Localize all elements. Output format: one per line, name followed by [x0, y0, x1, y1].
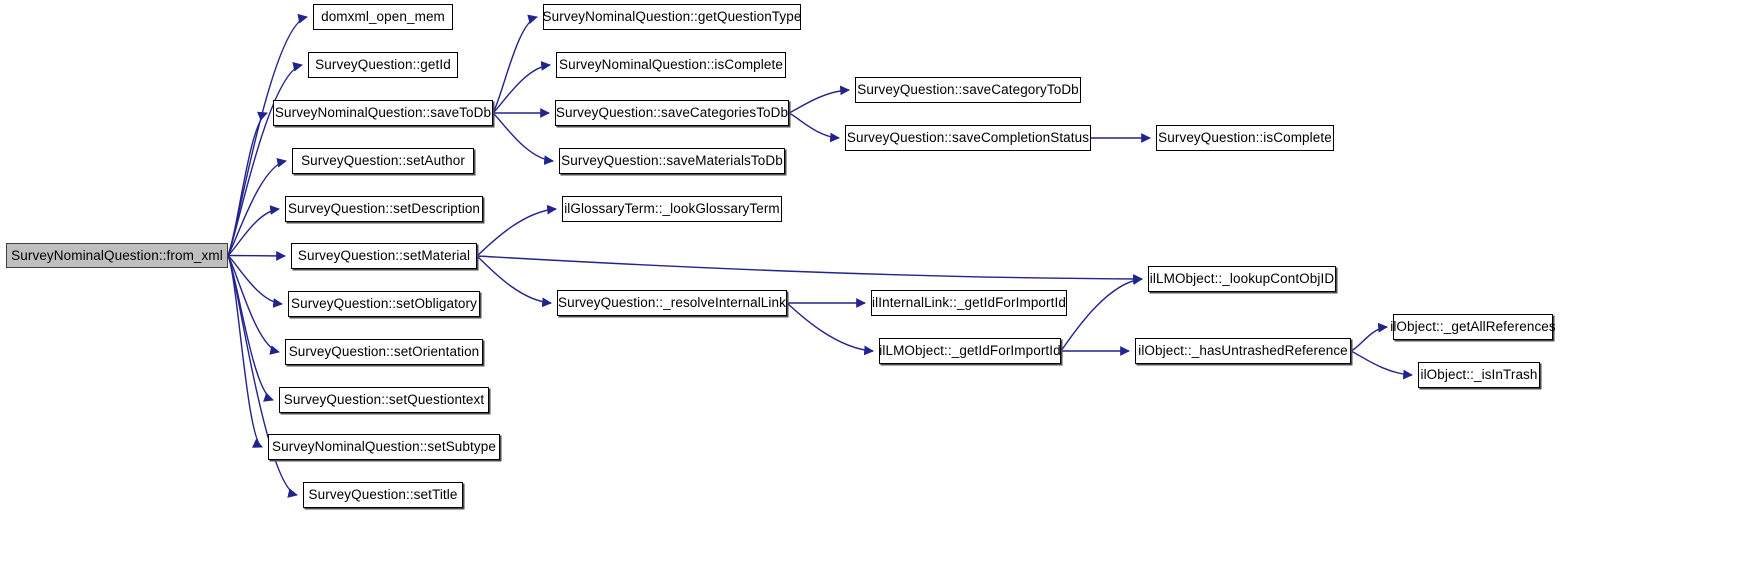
graph-node-label: SurveyQuestion::setQuestiontext [283, 392, 485, 408]
graph-node-label: ilLMObject::_getIdForImportId [879, 343, 1061, 359]
graph-node-label: SurveyNominalQuestion::getQuestionType [542, 9, 802, 25]
graph-node-root[interactable]: SurveyNominalQuestion::from_xml [6, 243, 228, 268]
graph-node-label: SurveyQuestion::saveCategoryToDb [857, 82, 1079, 98]
graph-node-label: SurveyQuestion::setTitle [308, 487, 458, 503]
graph-node[interactable]: SurveyQuestion::getId [308, 52, 458, 78]
graph-node[interactable]: SurveyQuestion::saveCategoryToDb [855, 77, 1081, 103]
graph-edge [227, 205, 280, 257]
graph-node-label: SurveyQuestion::setDescription [287, 201, 481, 217]
graph-node[interactable]: SurveyNominalQuestion::saveToDb [273, 100, 493, 126]
graph-edge [476, 255, 1143, 284]
graph-edge [227, 251, 286, 261]
graph-node[interactable]: SurveyNominalQuestion::isComplete [556, 52, 786, 78]
graph-node-label: SurveyQuestion::setObligatory [291, 296, 477, 312]
graph-edge [227, 255, 280, 355]
graph-node-label: SurveyQuestion::setOrientation [288, 344, 480, 360]
graph-edge [476, 255, 552, 308]
graph-node-label: SurveyNominalQuestion::setSubtype [272, 439, 496, 455]
graph-edge [788, 85, 850, 114]
graph-edge [227, 111, 268, 256]
graph-node-label: SurveyQuestion::getId [315, 57, 451, 73]
graph-edge [786, 302, 874, 356]
graph-node[interactable]: SurveyNominalQuestion::setSubtype [268, 434, 500, 460]
graph-edge [492, 61, 551, 114]
graph-edge [227, 254, 283, 308]
graph-node[interactable]: SurveyQuestion::setQuestiontext [279, 387, 489, 413]
graph-node-label: SurveyQuestion::setAuthor [301, 153, 465, 169]
graph-node-label: SurveyQuestion::saveMaterialsToDb [561, 153, 783, 169]
graph-edge [227, 255, 274, 402]
graph-node-label: ilObject::_isInTrash [1420, 367, 1538, 383]
graph-node[interactable]: SurveyQuestion::_resolveInternalLink [557, 290, 787, 316]
graph-node-label: SurveyQuestion::_resolveInternalLink [558, 295, 786, 311]
graph-edge [788, 112, 840, 143]
graph-edge [227, 255, 263, 448]
graph-node[interactable]: SurveyQuestion::isComplete [1156, 125, 1334, 151]
graph-node[interactable]: ilLMObject::_lookupContObjID [1148, 266, 1336, 292]
graph-node[interactable]: SurveyQuestion::setDescription [285, 196, 483, 222]
graph-node[interactable]: ilGlossaryTerm::_lookGlossaryTerm [562, 196, 782, 222]
graph-node[interactable]: ilObject::_isInTrash [1418, 362, 1540, 388]
graph-node-label: SurveyNominalQuestion::isComplete [559, 57, 783, 73]
graph-node[interactable]: ilObject::_getAllReferences [1390, 314, 1556, 340]
graph-node-label: SurveyQuestion::setMaterial [297, 248, 471, 264]
graph-node-label: ilLMObject::_lookupContObjID [1149, 271, 1335, 287]
graph-node[interactable]: ilLMObject::_getIdForImportId [879, 338, 1061, 364]
graph-node[interactable]: SurveyQuestion::saveCategoriesToDb [555, 100, 789, 126]
graph-node[interactable]: SurveyQuestion::saveCompletionStatus [845, 125, 1091, 151]
graph-node-label: SurveyNominalQuestion::from_xml [11, 247, 223, 263]
graph-node[interactable]: ilObject::_hasUntrashedReference [1135, 338, 1351, 364]
graph-edge [1350, 322, 1388, 352]
graph-node-label: ilGlossaryTerm::_lookGlossaryTerm [564, 201, 780, 217]
graph-edge [227, 62, 303, 256]
graph-edge [492, 14, 538, 114]
graph-node[interactable]: SurveyNominalQuestion::getQuestionType [543, 4, 801, 30]
graph-node-label: SurveyNominalQuestion::saveToDb [274, 105, 492, 121]
graph-edge [227, 157, 287, 256]
graph-node-label: ilObject::_getAllReferences [1390, 319, 1556, 335]
graph-node-label: SurveyQuestion::isComplete [1158, 130, 1332, 146]
graph-edge [476, 204, 557, 257]
graph-node-label: ilObject::_hasUntrashedReference [1138, 343, 1348, 359]
graph-node[interactable]: domxml_open_mem [313, 4, 453, 30]
graph-node[interactable]: SurveyQuestion::setMaterial [291, 243, 477, 269]
graph-edge [1350, 350, 1413, 380]
graph-node-label: domxml_open_mem [321, 9, 445, 25]
graph-edge [492, 112, 554, 166]
graph-node[interactable]: SurveyQuestion::setAuthor [292, 148, 474, 174]
graph-node[interactable]: SurveyQuestion::saveMaterialsToDb [559, 148, 785, 174]
graph-node[interactable]: SurveyQuestion::setObligatory [288, 291, 480, 317]
graph-edge [1060, 275, 1143, 352]
graph-node[interactable]: ilInternalLink::_getIdForImportId [871, 290, 1067, 316]
graph-node-label: SurveyQuestion::saveCompletionStatus [846, 130, 1090, 146]
graph-node-label: SurveyQuestion::saveCategoriesToDb [555, 105, 789, 121]
graph-node[interactable]: SurveyQuestion::setTitle [303, 482, 463, 508]
graph-node[interactable]: SurveyQuestion::setOrientation [285, 339, 483, 365]
graph-node-label: ilInternalLink::_getIdForImportId [872, 295, 1066, 311]
